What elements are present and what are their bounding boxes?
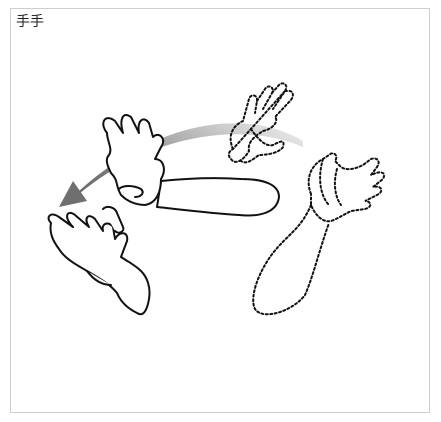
dotted-upper-hand-icon [229,83,293,162]
sign-illustration-card: 手手 [10,8,430,413]
sign-illustration [11,9,431,414]
solid-lower-hand-icon [49,207,150,314]
dotted-right-hand-icon [253,153,384,314]
